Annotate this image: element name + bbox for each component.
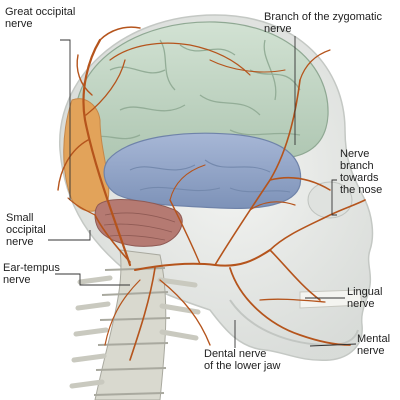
label-mental-nerve: Mental nerve: [357, 333, 391, 357]
lower-jaw: [229, 299, 359, 347]
spine: [94, 249, 167, 400]
teeth: [299, 289, 363, 309]
label-lingual-nerve: Lingual nerve: [347, 286, 383, 310]
nerve-network: [57, 26, 366, 361]
label-ear-tempus-nerve: Ear-tempus nerve: [3, 262, 60, 286]
eye-socket: [307, 181, 353, 219]
cerebellum: [94, 199, 183, 247]
label-small-occipital-nerve: Small occipital nerve: [6, 212, 46, 248]
label-nose-branch: Nerve branch towards the nose: [340, 148, 383, 196]
temporal-lobe: [103, 132, 302, 209]
label-great-occipital-nerve: Great occipital nerve: [5, 6, 76, 30]
label-dental-nerve: Dental nerve of the lower jaw: [204, 348, 281, 372]
label-zygomatic-branch: Branch of the zygomatic nerve: [264, 11, 383, 35]
leader-lines: [48, 36, 357, 348]
temporal-folds: [129, 159, 291, 193]
vertebrae-processes: [69, 275, 201, 389]
